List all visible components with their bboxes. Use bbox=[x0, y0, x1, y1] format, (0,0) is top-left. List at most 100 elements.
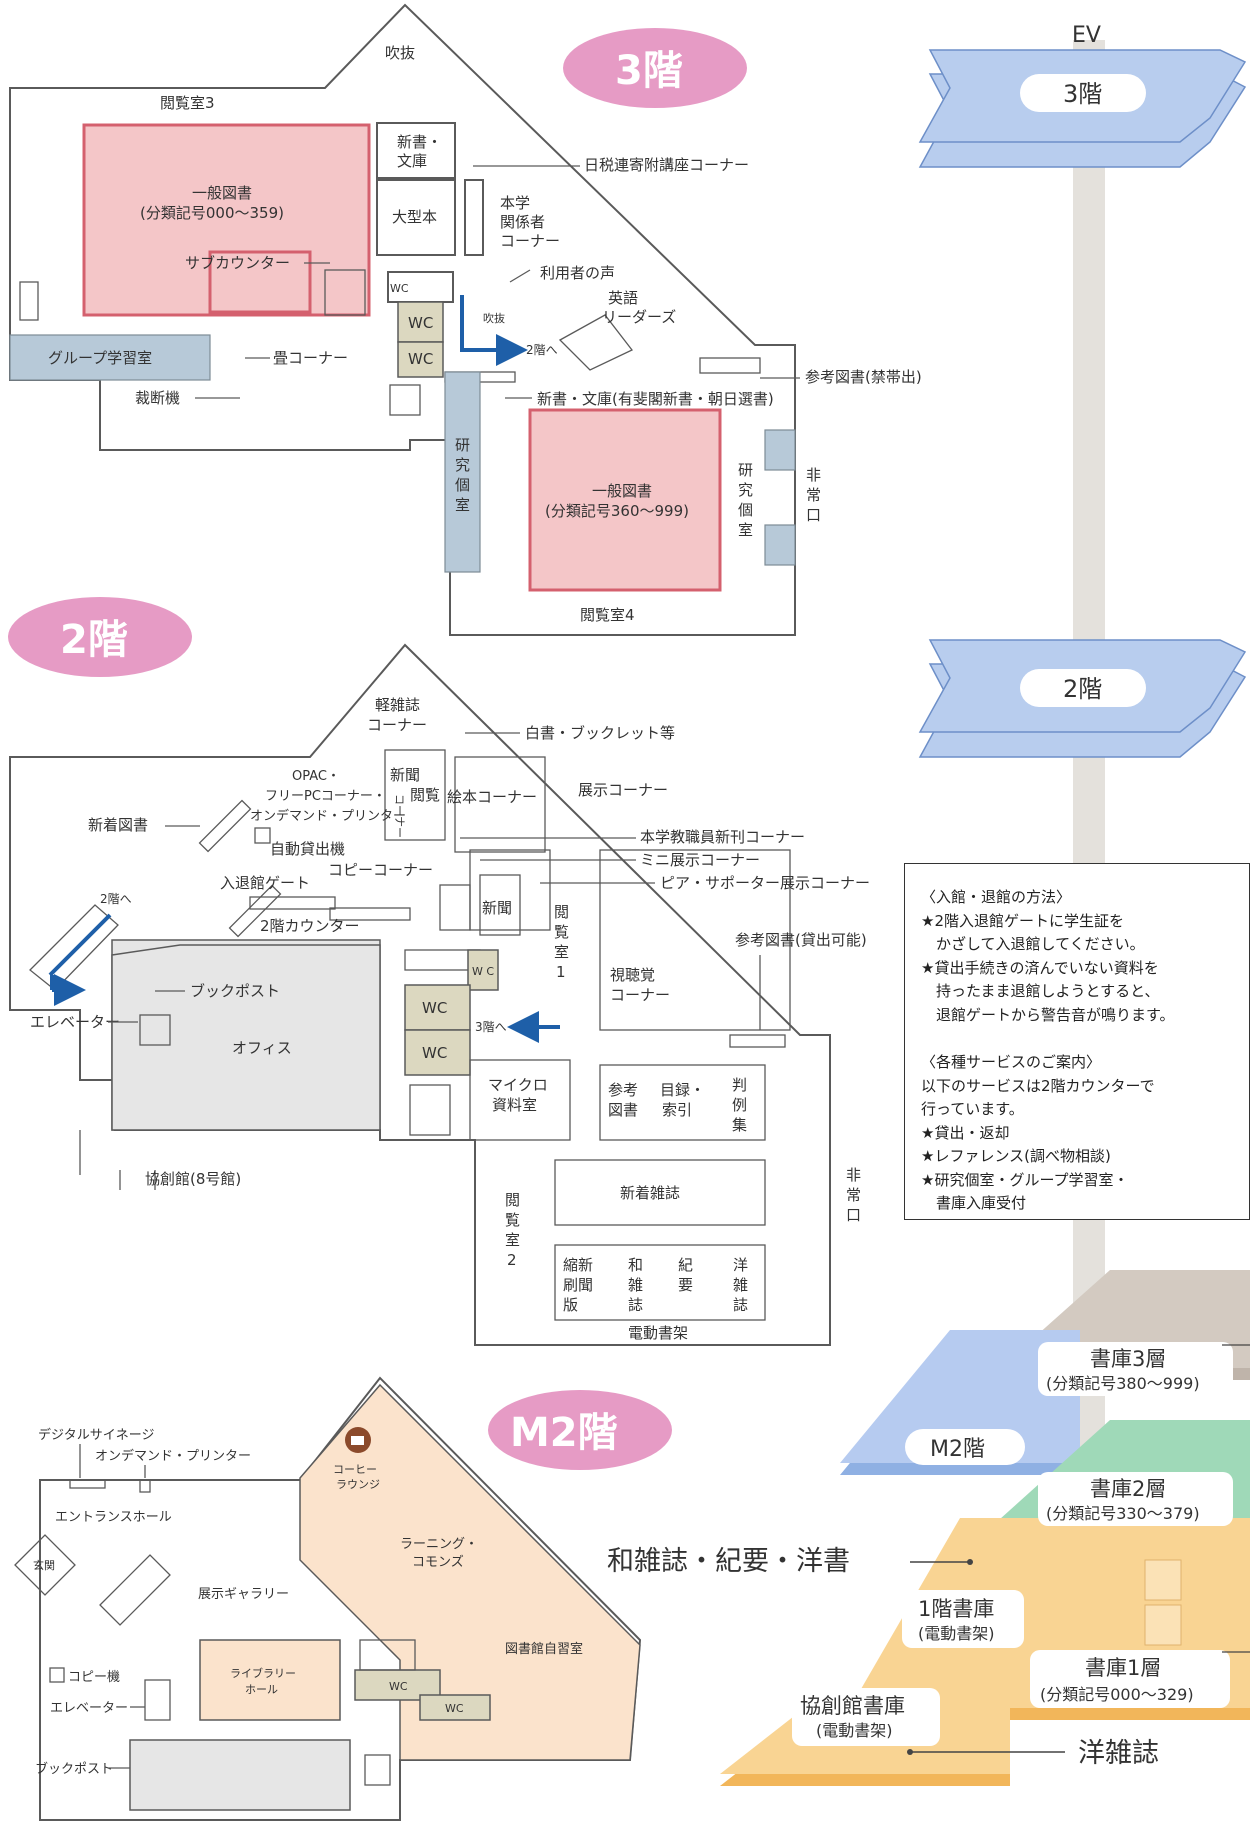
floor2-reading2-2-label: 室 bbox=[505, 1231, 520, 1249]
floor2-tenji-label: 展示コーナー bbox=[578, 781, 668, 799]
floor2-micro-l2-label: 資料室 bbox=[492, 1096, 537, 1114]
floor2-wc-small-label: W C bbox=[472, 965, 494, 978]
floor2-reading1-1-label: 覧 bbox=[554, 923, 569, 941]
floor-m2-map: デジタルサイネージ オンデマンド・プリンター コーヒー ラウンジ エントランスホ… bbox=[14, 1376, 642, 1821]
floor2-shinbun-label: 新聞 bbox=[482, 899, 512, 917]
floors-f2-badge-label: 2階 bbox=[60, 617, 128, 663]
floor2-to3f-label: 3階へ bbox=[475, 1019, 507, 1034]
floor3-sankou-label: 参考図書(禁帯出) bbox=[805, 368, 922, 386]
service-line-2: 行っています。 bbox=[921, 1100, 1024, 1118]
youzasshi-callout: 洋雑誌 bbox=[907, 1738, 1159, 1769]
floor2-corner-v-label: コーナー bbox=[393, 794, 406, 838]
stacks-youzasshi-label: 洋雑誌 bbox=[1078, 1738, 1159, 1769]
floor3-general2-l1-label: 一般図書 bbox=[592, 482, 652, 500]
info-panel: 〈入館・退館の方法〉 ★2階入退館ゲートに学生証を かざして入退館してください。… bbox=[904, 863, 1250, 1220]
stack-1f-label: 1階書庫 (電動書架) bbox=[902, 1590, 1024, 1648]
floor2-jidou-label: 自動貸出機 bbox=[270, 840, 345, 858]
floor2-mokuroku-l2-label: 索引 bbox=[662, 1101, 692, 1119]
floor3-reading3-label: 閲覧室3 bbox=[160, 94, 215, 112]
floor2-hijou-0-label: 非 bbox=[846, 1166, 861, 1184]
floors-m2-badge-label: M2階 bbox=[510, 1410, 618, 1456]
entry-line-5: 退館ゲートから警告音が鳴ります。 bbox=[921, 1005, 1175, 1024]
floor2-kiyou-0-label: 紀 bbox=[678, 1256, 693, 1274]
floor3-kenkyu-r-1-label: 究 bbox=[738, 481, 753, 499]
floor2-shukusatsu-2-label: 版 bbox=[563, 1296, 578, 1314]
floorM2-hall-l2-label: ホール bbox=[245, 1683, 278, 1696]
floorM2-coffee-l2-label: ラウンジ bbox=[336, 1478, 380, 1491]
entry-line-4: 持ったまま退館しようとすると、 bbox=[921, 982, 1160, 1000]
entry-line-1: ★2階入退館ゲートに学生証を bbox=[921, 911, 1124, 930]
floor3-tatami-label: 畳コーナー bbox=[273, 349, 348, 367]
m2-pill[interactable] bbox=[905, 1429, 1025, 1465]
floor3-kenkyu-l-2-label: 個 bbox=[455, 476, 470, 494]
floorM2-copy-label: コピー機 bbox=[68, 1670, 120, 1685]
floor2-wazasshi-1-label: 雑 bbox=[628, 1276, 643, 1294]
floorM2-ondemand-label: オンデマンド・プリンター bbox=[95, 1448, 251, 1464]
stacks-s1-title-label: 書庫1層 bbox=[1085, 1656, 1161, 1680]
floor-2-pill-label: 2階 bbox=[1063, 675, 1102, 703]
floor2-wc1-label: WC bbox=[422, 999, 447, 1017]
floor2-mokuroku-l1-label: 目録・ bbox=[660, 1081, 705, 1099]
stacks-s2-sub-label: (分類記号330〜379) bbox=[1046, 1504, 1200, 1523]
service-line-5: ★研究個室・グループ学習室・ bbox=[921, 1170, 1129, 1189]
floor3-hijou-0-label: 非 bbox=[806, 466, 821, 484]
floor3-reading4-label: 閲覧室4 bbox=[580, 606, 635, 624]
floor2-hanrei-0-label: 判 bbox=[732, 1076, 747, 1094]
floor3-fukinuke-label: 吹抜 bbox=[385, 44, 415, 62]
floor2-shinchaku-label: 新着図書 bbox=[88, 816, 148, 834]
floor2-micro-l1-label: マイクロ bbox=[488, 1076, 548, 1094]
floor3-riyousha-label: 利用者の声 bbox=[540, 264, 615, 282]
stacks-s2-title-label: 書庫2層 bbox=[1090, 1477, 1166, 1501]
floor3-nichizei-label: 日税連寄附講座コーナー bbox=[584, 156, 749, 174]
floor-m2-badge[interactable]: M2階 bbox=[488, 1390, 672, 1470]
floor2-counter-label: 2階カウンター bbox=[260, 917, 360, 935]
service-line-1: 以下のサービスは2階カウンターで bbox=[921, 1076, 1155, 1095]
floor-2-pill[interactable] bbox=[1020, 669, 1146, 707]
floor2-kiyou-1-label: 要 bbox=[678, 1276, 693, 1294]
floor2-shinbun-v1-label: 新聞 bbox=[390, 766, 420, 784]
wazasshi-callout: 和雑誌・紀要・洋書 bbox=[607, 1546, 973, 1577]
floorM2-wc1-label: WC bbox=[389, 1680, 408, 1693]
floorM2-wc2-label: WC bbox=[445, 1702, 464, 1715]
floor3-group-label: グループ学習室 bbox=[48, 349, 152, 367]
floor-3-pill-label: 3階 bbox=[1063, 80, 1102, 108]
floor3-hijou-1-label: 常 bbox=[806, 486, 821, 504]
floor3-honkaku-l3-label: コーナー bbox=[500, 232, 560, 250]
floor2-gate-label: 入退館ゲート bbox=[220, 874, 310, 892]
stacks-s3-title-label: 書庫3層 bbox=[1090, 1347, 1166, 1371]
kyousou-stack-label: 協創館書庫 (電動書架) bbox=[792, 1688, 940, 1746]
floor3-kenkyu-r-0-label: 研 bbox=[738, 461, 753, 479]
floor3-general1-l2-label: (分類記号000〜359) bbox=[140, 204, 284, 222]
floor2-hanrei-1-label: 例 bbox=[732, 1096, 747, 1114]
floor-3-pill[interactable] bbox=[1020, 74, 1146, 112]
floor2-reading2-3-label: 2 bbox=[507, 1251, 517, 1269]
floorM2-coffee-l1-label: コーヒー bbox=[333, 1463, 377, 1476]
m2-panel: M2階 bbox=[840, 1330, 1080, 1475]
floor-3-badge[interactable]: 3階 bbox=[563, 28, 747, 108]
floorM2-learning-l1-label: ラーニング・ bbox=[400, 1537, 478, 1552]
floor-2-badge[interactable]: 2階 bbox=[8, 597, 192, 677]
floor2-hijou-1-label: 常 bbox=[846, 1186, 861, 1204]
floor3-to2f-label: 2階へ bbox=[526, 342, 558, 357]
floor2-bookpost-label: ブックポスト bbox=[190, 982, 280, 1000]
service-title: 〈各種サービスのご案内〉 bbox=[921, 1053, 1102, 1071]
floor2-hakusho-label: 白書・ブックレット等 bbox=[525, 724, 675, 742]
stacks-s3-sub-label: (分類記号380〜999) bbox=[1046, 1374, 1200, 1393]
floor3-kenkyu-r-3-label: 室 bbox=[738, 521, 753, 539]
stacks-s1-sub-label: (分類記号000〜329) bbox=[1040, 1685, 1194, 1704]
floor3-saidan-label: 裁断機 bbox=[135, 389, 180, 407]
stack-1-label: 書庫1層 (分類記号000〜329) bbox=[1030, 1650, 1230, 1708]
service-line-4: ★レファレンス(調べ物相談) bbox=[921, 1147, 1111, 1165]
floor2-hanrei-2-label: 集 bbox=[732, 1116, 747, 1134]
floorM2-elevator-label: エレベーター bbox=[50, 1701, 128, 1716]
floor2-dendou-label: 電動書架 bbox=[628, 1324, 688, 1342]
service-line-6: 書庫入庫受付 bbox=[921, 1194, 1027, 1212]
floor2-opac-l1-label: OPAC・ bbox=[292, 769, 340, 784]
stacks-wazasshi-line-label: 和雑誌・紀要・洋書 bbox=[607, 1546, 850, 1577]
floor2-shukusatsu-1-label: 刷聞 bbox=[563, 1276, 593, 1294]
floor2-reading1-3-label: 1 bbox=[556, 963, 566, 981]
floors-f3-badge-label: 3階 bbox=[615, 48, 683, 94]
entry-line-3: ★貸出手続きの済んでいない資料を bbox=[921, 958, 1159, 977]
floor-3-map: 吹抜 閲覧室3 一般図書 (分類記号000〜359) サブカウンター 新書・ 文… bbox=[9, 3, 922, 636]
